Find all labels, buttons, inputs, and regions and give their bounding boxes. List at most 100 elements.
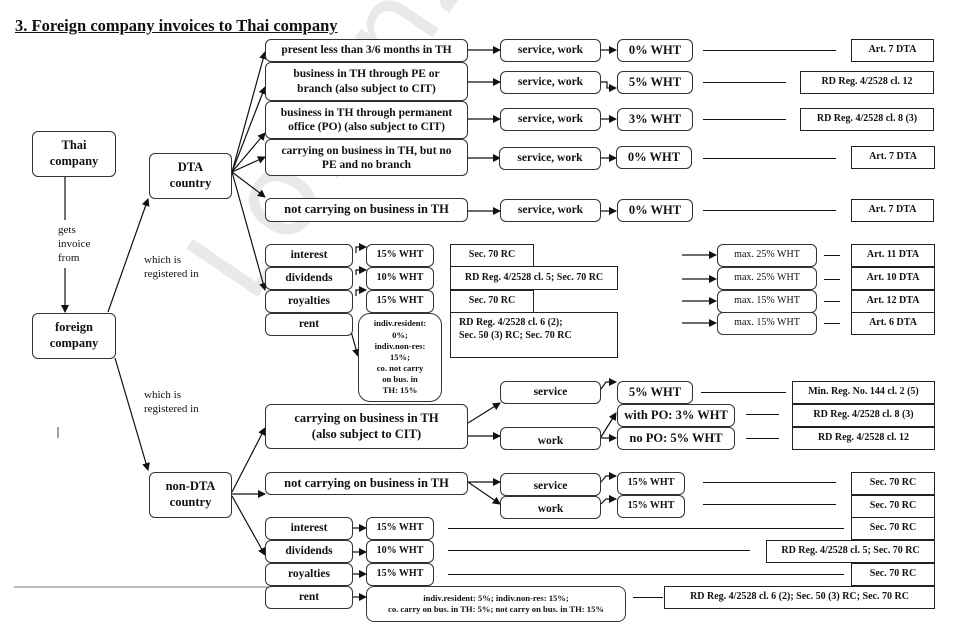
nondta-passive-ref-rent: RD Reg. 4/2528 cl. 6 (2); Sec. 50 (3) RC… xyxy=(664,586,935,609)
dta-passive-wht-interest: 15% WHT xyxy=(366,244,434,267)
dta-income-0: service, work xyxy=(500,39,601,62)
page-title: 3. Foreign company invoices to Thai comp… xyxy=(15,16,338,35)
arrow-dta-present xyxy=(231,51,268,173)
nondta-work-no-po-wht: no PO: 5% WHT xyxy=(617,427,735,450)
nondta-notcarrying-work-ref: Sec. 70 RC xyxy=(851,495,935,518)
arrow-foreign-to-dta xyxy=(107,198,150,313)
dta-wht-0: 0% WHT xyxy=(617,39,693,62)
dta-condition-present: present less than 3/6 months in TH xyxy=(265,39,468,62)
rule xyxy=(824,301,840,302)
dta-wht-3: 0% WHT xyxy=(616,146,692,169)
nondta-condition-carrying: carrying on business in TH (also subject… xyxy=(265,404,468,449)
rule xyxy=(703,482,836,483)
dta-wht-4: 0% WHT xyxy=(617,199,693,222)
nondta-passive-ref-interest: Sec. 70 RC xyxy=(851,517,935,540)
nondta-condition-not-carrying: not carrying on business in TH xyxy=(265,472,468,495)
rule xyxy=(703,82,786,83)
nondta-passive-wht-interest: 15% WHT xyxy=(366,517,434,540)
rule xyxy=(633,597,663,598)
registered-in-label-nondta: which is registered in xyxy=(144,389,199,415)
nondta-work-no-po-ref: RD Reg. 4/2528 cl. 12 xyxy=(792,427,935,450)
arrow-dta-pe xyxy=(231,86,267,173)
arrow-nondta-carrying xyxy=(231,427,266,493)
gets-invoice-label: gets invoice from xyxy=(58,224,91,264)
rule xyxy=(448,528,844,529)
rule xyxy=(824,279,840,280)
dta-condition-not-carrying: not carrying on business in TH xyxy=(265,198,468,222)
dta-passive-wht-dividends: 10% WHT xyxy=(366,267,434,290)
dta-ref-1: RD Reg. 4/2528 cl. 12 xyxy=(800,71,934,94)
nondta-passive-wht-royalties: 15% WHT xyxy=(366,563,434,586)
dta-art-dividends: Art. 10 DTA xyxy=(851,267,935,290)
nondta-carrying-service-wht: 5% WHT xyxy=(617,381,693,404)
rule xyxy=(703,50,836,51)
rule xyxy=(703,158,836,159)
dta-art-royalties: Art. 12 DTA xyxy=(851,290,935,313)
arrow-dta-notcarrying xyxy=(231,171,266,198)
dta-condition-pe: business in TH through PE or branch (als… xyxy=(265,62,468,101)
rule xyxy=(703,504,836,505)
dta-condition-carrying: carrying on business in TH, but no PE an… xyxy=(265,139,468,176)
dta-wht-1: 5% WHT xyxy=(617,71,693,94)
nondta-passive-rent: rent xyxy=(265,586,353,609)
arrow-nondta-passive xyxy=(231,495,266,556)
rule xyxy=(746,438,779,439)
dta-ref-3: Art. 7 DTA xyxy=(851,146,935,169)
arrow-dta-po xyxy=(231,132,266,173)
dta-rent-detail: indiv.resident: 0%; indiv.non-res: 15%; … xyxy=(358,313,442,402)
dta-wht-2: 3% WHT xyxy=(617,108,693,131)
nondta-notcarrying-service-ref: Sec. 70 RC xyxy=(851,472,935,495)
nondta-passive-interest: interest xyxy=(265,517,353,540)
dta-art-rent: Art. 6 DTA xyxy=(851,312,935,335)
dta-passive-ref-royalties: Sec. 70 RC xyxy=(450,290,534,313)
nondta-passive-ref-royalties: Sec. 70 RC xyxy=(851,563,935,586)
dta-passive-interest: interest xyxy=(265,244,353,267)
dta-passive-ref-interest: Sec. 70 RC xyxy=(450,244,534,267)
dta-ref-0: Art. 7 DTA xyxy=(851,39,934,62)
arrow-dta-carrying xyxy=(231,156,266,173)
rule xyxy=(703,119,786,120)
nondta-notcarrying-service: service xyxy=(500,473,601,496)
rule xyxy=(701,392,786,393)
nondta-carrying-work: work xyxy=(500,427,601,450)
nondta-work-with-po-wht: with PO: 3% WHT xyxy=(617,404,735,427)
dta-max-interest: max. 25% WHT xyxy=(717,244,817,267)
registered-in-label-dta: which is registered in xyxy=(144,254,199,280)
nondta-passive-dividends: dividends xyxy=(265,540,353,563)
dta-passive-royalties: royalties xyxy=(265,290,353,313)
nondta-carrying-service: service xyxy=(500,381,601,404)
rule xyxy=(824,323,840,324)
nondta-notcarrying-service-wht: 15% WHT xyxy=(617,472,685,495)
rule xyxy=(824,255,840,256)
thai-company-node: Thai company xyxy=(32,131,116,177)
nondta-passive-wht-rent: indiv.resident: 5%; indiv.non-res: 15%; … xyxy=(366,586,626,622)
dta-ref-4: Art. 7 DTA xyxy=(851,199,934,222)
dta-income-2: service, work xyxy=(500,108,601,131)
nondta-notcarrying-work-wht: 15% WHT xyxy=(617,495,685,518)
dta-ref-2: RD Reg. 4/2528 cl. 8 (3) xyxy=(800,108,934,131)
dta-passive-ref-rent: RD Reg. 4/2528 cl. 6 (2); Sec. 50 (3) RC… xyxy=(450,312,618,358)
dta-income-4: service, work xyxy=(500,199,601,222)
dta-art-interest: Art. 11 DTA xyxy=(851,244,935,267)
foreign-company-node: foreign company xyxy=(32,313,116,359)
dta-passive-dividends: dividends xyxy=(265,267,353,290)
dta-condition-po: business in TH through permanent office … xyxy=(265,101,468,139)
dta-income-1: service, work xyxy=(500,71,601,94)
nondta-passive-royalties: royalties xyxy=(265,563,353,586)
dta-passive-rent: rent xyxy=(265,313,353,336)
nondta-passive-ref-dividends: RD Reg. 4/2528 cl. 5; Sec. 70 RC xyxy=(766,540,935,563)
rule xyxy=(703,210,836,211)
dta-max-royalties: max. 15% WHT xyxy=(717,290,817,313)
dta-max-dividends: max. 25% WHT xyxy=(717,267,817,290)
rule xyxy=(746,414,779,415)
rule xyxy=(448,574,844,575)
dta-income-3: service, work xyxy=(499,147,601,170)
nondta-notcarrying-work: work xyxy=(500,496,601,519)
arrow-foreign-to-nondta xyxy=(114,357,150,471)
dta-passive-wht-royalties: 15% WHT xyxy=(366,290,434,313)
dta-max-rent: max. 15% WHT xyxy=(717,312,817,335)
